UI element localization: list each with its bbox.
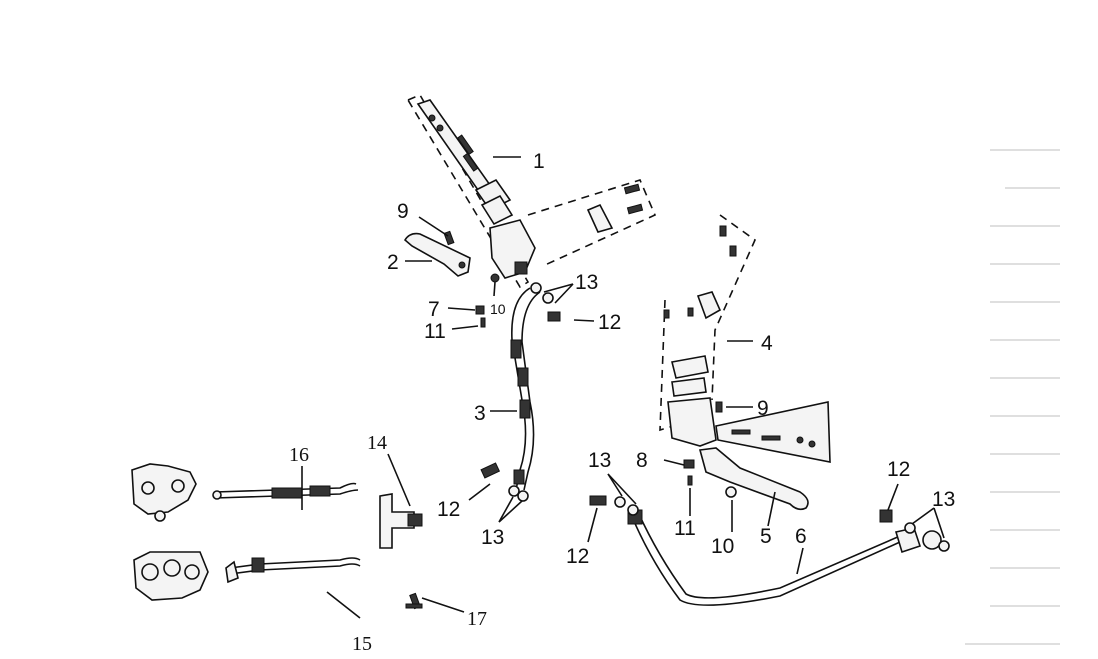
washer-13-rear-c: [904, 522, 916, 534]
callout-11-front: 11: [424, 320, 446, 343]
callout-9-rear: 9: [757, 397, 769, 420]
callout-17: 17: [467, 608, 487, 630]
pivot-bolt-9: [443, 230, 455, 246]
washer-13-upper-a: [530, 282, 542, 294]
front-master-cylinder-assembly: [406, 93, 657, 289]
screw-11: [480, 317, 486, 328]
master-cylinder-body: [489, 219, 536, 279]
callout-5: 5: [760, 525, 772, 548]
callout-6: 6: [795, 525, 807, 548]
switch-8: [683, 459, 695, 469]
brake-caliper-16: [131, 463, 197, 522]
brake-line-16: [212, 482, 359, 500]
callout-12-rear-left: 12: [566, 545, 589, 568]
callout-labels: 1 9 2 7 10 11 13 12 3 12 13 4 9 8 13 12 …: [289, 150, 955, 655]
cap-cover: [696, 291, 722, 320]
rear-reservoir-cap: [671, 355, 709, 379]
rear-reservoir-diaphragm: [671, 377, 707, 397]
callout-8: 8: [636, 449, 648, 472]
margin-rules: [965, 149, 1060, 645]
banjo-bolt-12-lower: [480, 462, 501, 479]
reservoir-diaphragm: [480, 194, 514, 226]
washer-13-rear-e: [938, 540, 950, 552]
callout-16: 16: [289, 444, 309, 466]
callout-3: 3: [474, 402, 486, 425]
washer-13-lower-a: [508, 485, 520, 497]
nut-10: [490, 273, 500, 283]
callout-12-rear-right: 12: [887, 458, 910, 481]
callout-4: 4: [761, 332, 773, 355]
washer-13-rear-b: [627, 504, 639, 516]
callout-13-rear-left: 13: [588, 449, 611, 472]
callout-11-rear: 11: [674, 517, 696, 540]
rear-switch-strip: [715, 401, 831, 463]
callout-13-lower: 13: [481, 526, 504, 549]
brake-caliper-15: [133, 551, 209, 601]
bolt-17: [405, 592, 423, 610]
callout-1: 1: [533, 150, 545, 173]
callout-12-upper: 12: [598, 311, 621, 334]
banjo-bolt-12-rear-right: [879, 509, 893, 523]
callout-10-front: 10: [490, 301, 506, 317]
washer-13-lower-b: [517, 490, 529, 502]
rear-brake-lever: [698, 447, 809, 511]
rear-master-cylinder-assembly: [659, 214, 831, 463]
callout-12-lower: 12: [437, 498, 460, 521]
callout-10-rear: 10: [711, 535, 734, 558]
callout-14: 14: [367, 432, 387, 454]
rear-brake-hose: [627, 509, 922, 606]
front-brake-hose: [510, 287, 541, 491]
leader-lines: [301, 156, 945, 619]
assembly-1-dashed-outline: [406, 93, 530, 289]
clamp: [586, 203, 614, 233]
screw-11-rear: [687, 475, 693, 486]
washer-13-upper-b: [542, 292, 554, 304]
callout-15: 15: [352, 633, 372, 655]
banjo-bolt-12-upper: [547, 311, 561, 322]
nut-10-rear: [725, 486, 737, 498]
switch-7: [475, 305, 485, 315]
brake-tee-14: [379, 493, 423, 549]
washer-13-rear-a: [614, 496, 626, 508]
banjo-bolt-12-rear-left: [589, 495, 607, 506]
pivot-bolt-9-rear: [715, 401, 723, 413]
brake-line-15: [225, 557, 361, 584]
callout-9-front: 9: [397, 200, 409, 223]
callout-2: 2: [387, 251, 399, 274]
washer-13-rear-d: [922, 530, 942, 550]
rear-master-cylinder-body: [667, 397, 717, 447]
front-brake-lever: [403, 232, 471, 277]
callout-13-upper: 13: [575, 271, 598, 294]
callout-7: 7: [428, 298, 440, 321]
callout-13-rear-right: 13: [932, 488, 955, 511]
